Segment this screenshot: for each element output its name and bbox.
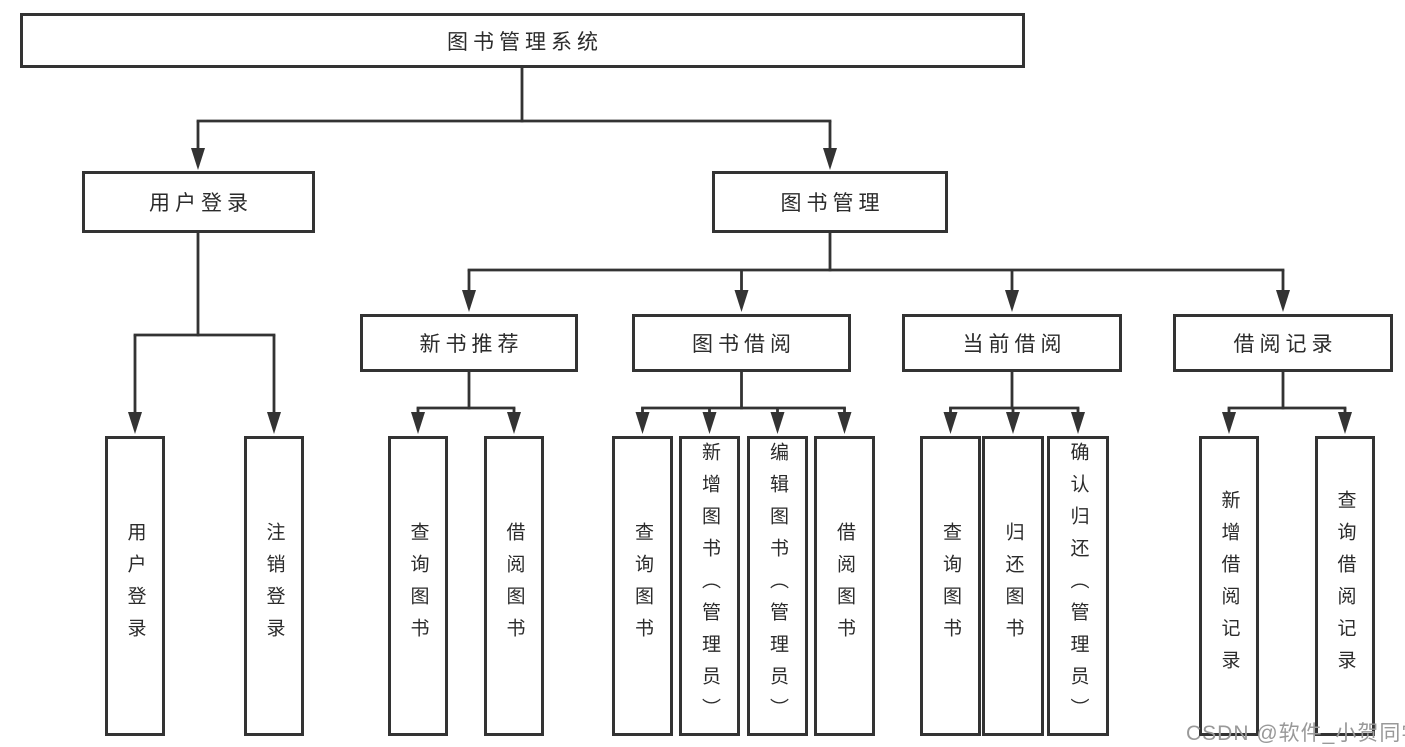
leaf-add-borrow-record: 新增借阅记录 xyxy=(1199,436,1259,736)
leaf-add-borrow-record-label: 新增借阅记录 xyxy=(1218,490,1240,682)
leaf-query-book-3: 查询图书 xyxy=(920,436,981,736)
leaf-query-book-3-label: 查询图书 xyxy=(940,522,961,650)
connector-book-mgmt xyxy=(462,233,1290,312)
csdn-watermark: CSDN @软件_小贺同学 xyxy=(1186,722,1405,745)
node-user-login-group: 用户登录 xyxy=(82,171,315,233)
leaf-user-login: 用户登录 xyxy=(105,436,165,736)
leaf-borrow-book-1: 借阅图书 xyxy=(484,436,544,736)
leaf-add-book-admin-label: 新增图书（管理员） xyxy=(699,442,720,730)
leaf-borrow-book-2: 借阅图书 xyxy=(814,436,875,736)
node-root-label: 图书管理系统 xyxy=(447,30,603,54)
leaf-logout: 注销登录 xyxy=(244,436,304,736)
node-new-book-recommend-label: 新书推荐 xyxy=(419,333,524,356)
leaf-return-book: 归还图书 xyxy=(982,436,1044,736)
connector-root xyxy=(191,68,837,170)
node-book-mgmt-group: 图书管理 xyxy=(712,171,948,233)
leaf-add-book-admin: 新增图书（管理员） xyxy=(679,436,740,736)
leaf-query-book-2: 查询图书 xyxy=(612,436,673,736)
connector-new-book xyxy=(411,372,521,434)
node-book-borrow: 图书借阅 xyxy=(632,314,851,372)
leaf-query-book-2-label: 查询图书 xyxy=(632,522,653,650)
node-book-mgmt-group-label: 图书管理 xyxy=(780,192,885,215)
leaf-return-book-label: 归还图书 xyxy=(1002,522,1024,650)
leaf-query-book-1-label: 查询图书 xyxy=(407,522,429,650)
node-book-borrow-label: 图书借阅 xyxy=(692,333,796,356)
leaf-edit-book-admin: 编辑图书（管理员） xyxy=(747,436,808,736)
node-new-book-recommend: 新书推荐 xyxy=(360,314,578,372)
leaf-query-borrow-record-label: 查询借阅记录 xyxy=(1334,490,1356,682)
connector-book-borrow xyxy=(635,372,852,434)
connector-user-login xyxy=(128,233,281,434)
node-user-login-group-label: 用户登录 xyxy=(149,192,253,215)
leaf-confirm-return-admin: 确认归还（管理员） xyxy=(1047,436,1109,736)
node-borrow-record-label: 借阅记录 xyxy=(1233,333,1338,356)
leaf-borrow-book-1-label: 借阅图书 xyxy=(503,522,525,650)
leaf-logout-label: 注销登录 xyxy=(263,522,285,650)
node-current-borrow: 当前借阅 xyxy=(902,314,1122,372)
leaf-borrow-book-2-label: 借阅图书 xyxy=(834,522,855,650)
node-borrow-record: 借阅记录 xyxy=(1173,314,1393,372)
leaf-query-borrow-record: 查询借阅记录 xyxy=(1315,436,1375,736)
connector-borrow-record xyxy=(1222,372,1352,434)
connector-current-borrow xyxy=(943,372,1085,434)
leaf-query-book-1: 查询图书 xyxy=(388,436,448,736)
node-current-borrow-label: 当前借阅 xyxy=(962,333,1067,356)
leaf-edit-book-admin-label: 编辑图书（管理员） xyxy=(767,442,788,730)
leaf-confirm-return-admin-label: 确认归还（管理员） xyxy=(1067,442,1089,730)
leaf-user-login-label: 用户登录 xyxy=(124,522,146,650)
node-root-system: 图书管理系统 xyxy=(20,13,1025,68)
